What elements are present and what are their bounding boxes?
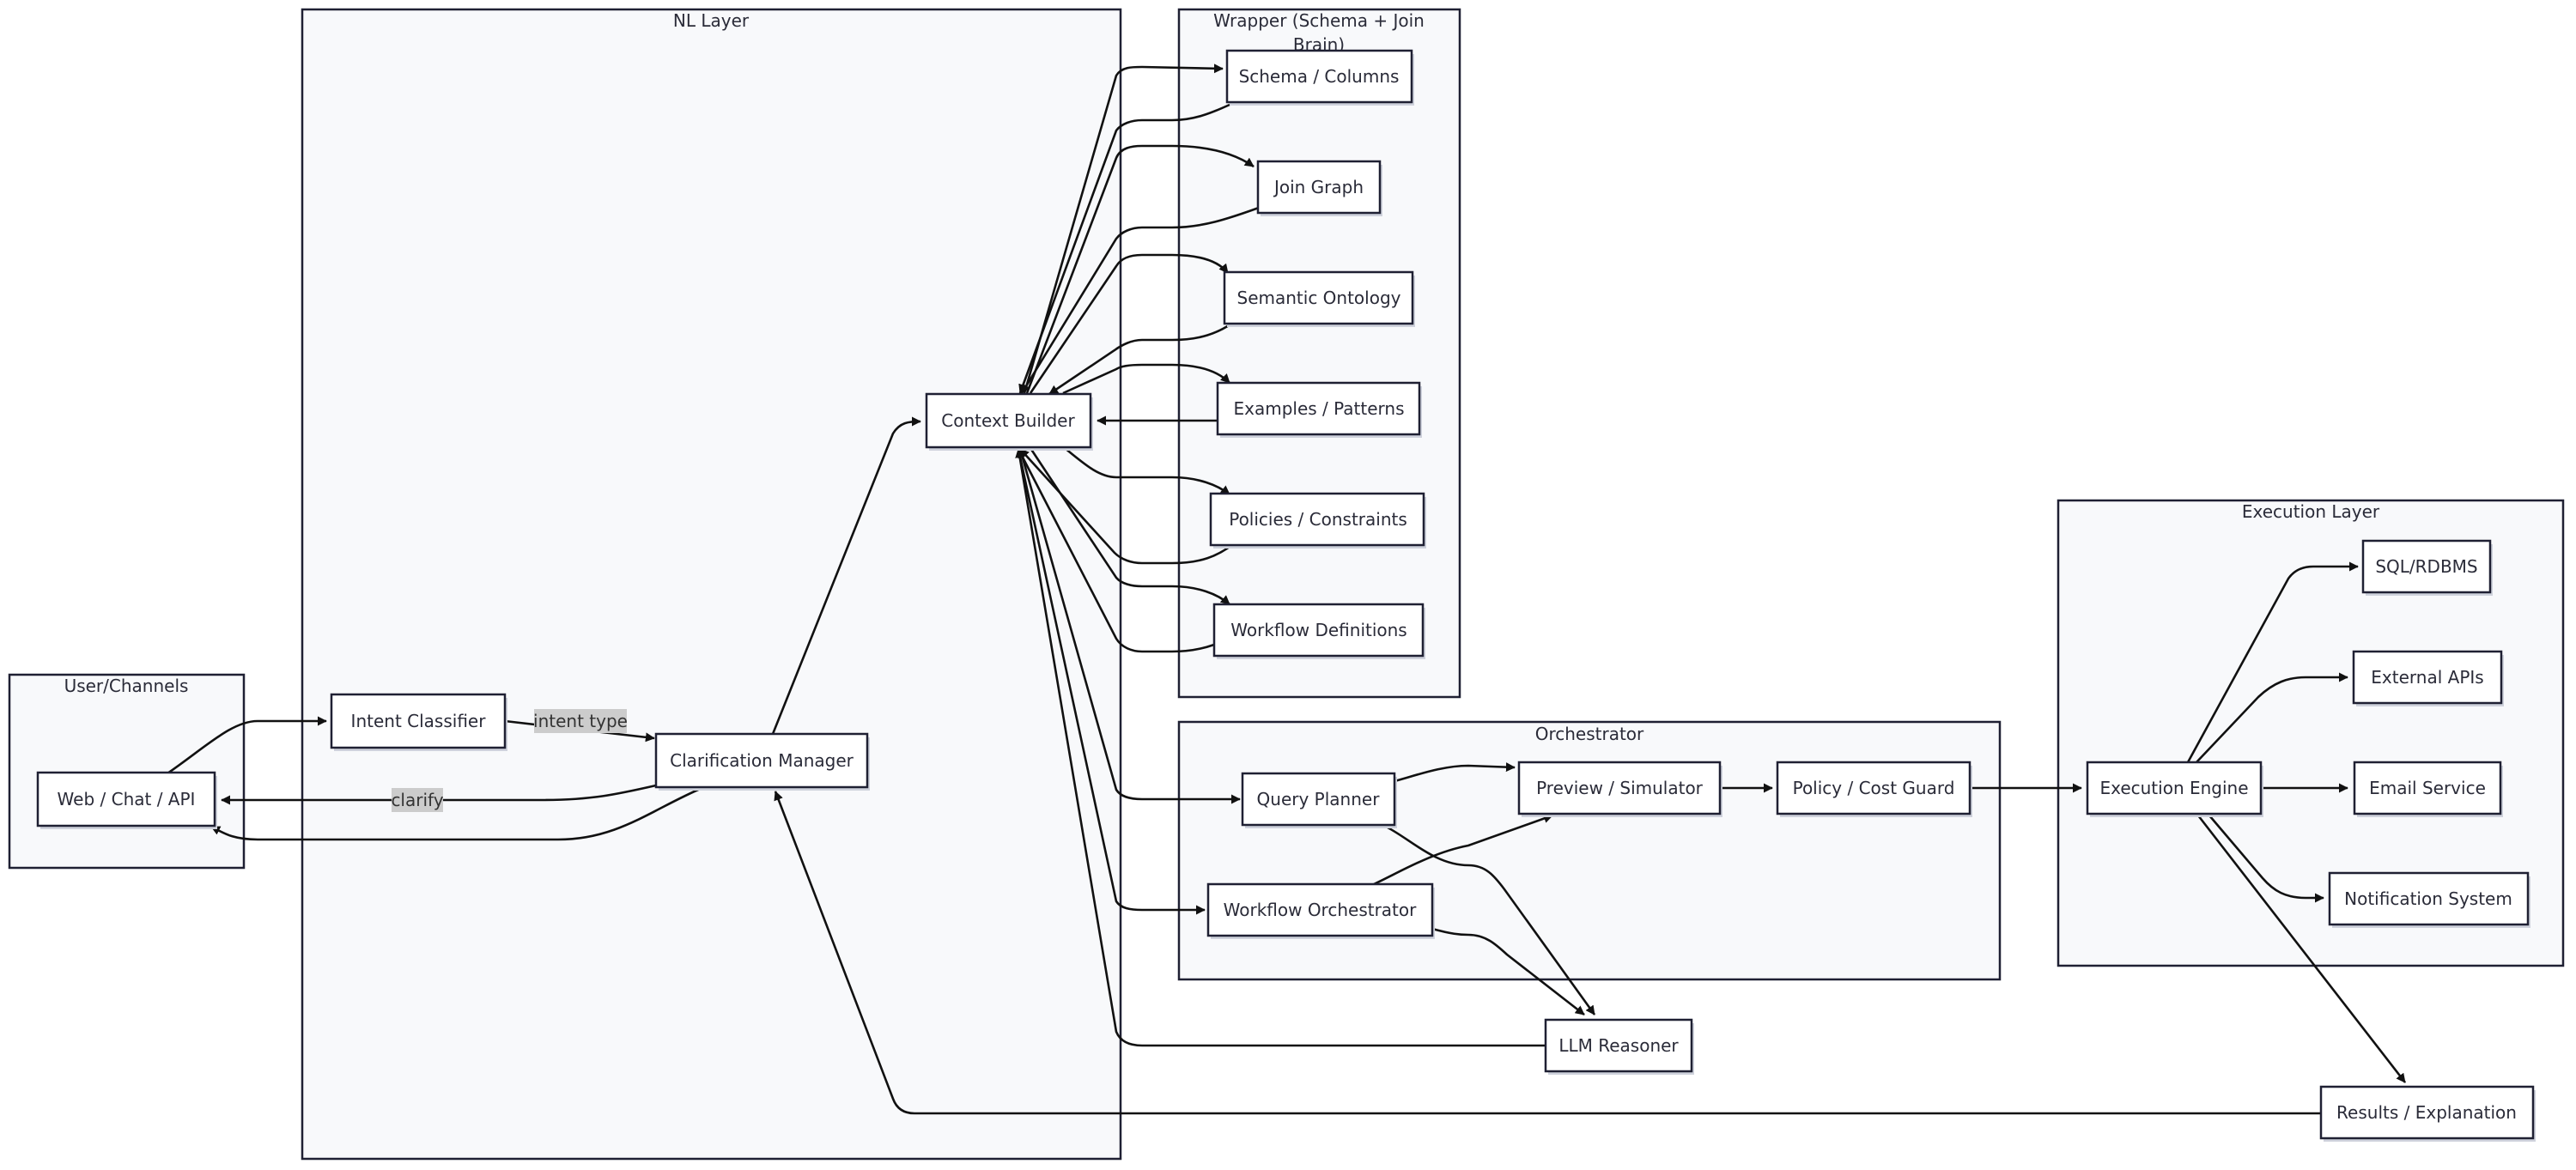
edge-exec-to-results [2196,815,2407,1083]
node-schema-columns[interactable]: Schema / Columns [1225,49,1414,106]
edges [167,64,2407,1115]
node-workflow-orchestrator-label: Workflow Orchestrator [1224,900,1418,920]
node-policies-constraints[interactable]: Policies / Constraints [1209,492,1426,549]
cluster-wrapper-title-line1: Wrapper (Schema + Join [1213,10,1425,31]
node-policies-constraints-label: Policies / Constraints [1229,509,1407,530]
edge-context-to-policies [1064,446,1230,496]
node-policy-cost-guard-label: Policy / Cost Guard [1793,778,1955,798]
edge-results-to-clarification [774,791,2321,1115]
node-context-builder[interactable]: Context Builder [925,392,1093,451]
edge-semantic-to-context [1048,321,1234,396]
edge-join-to-context [1020,206,1260,394]
cluster-orchestrator: Orchestrator [1177,720,2002,981]
node-execution-engine[interactable]: Execution Engine [2086,761,2263,817]
node-email-service[interactable]: Email Service [2353,761,2503,817]
edge-exec-to-externalapis [2196,672,2348,763]
cluster-user-channels: User/Channels [8,673,246,870]
edge-context-to-schema [1023,64,1224,394]
node-context-builder-label: Context Builder [941,410,1075,431]
edge-context-to-examples [1062,363,1230,395]
edge-exec-to-notification [2208,815,2324,903]
edge-context-to-workfloworch [1017,448,1206,915]
cluster-execution-layer-title: Execution Layer [2242,501,2380,522]
node-query-planner[interactable]: Query Planner [1241,772,1397,828]
edge-workflowdefs-to-context [1017,448,1215,653]
node-preview-simulator[interactable]: Preview / Simulator [1517,761,1722,817]
node-schema-columns-label: Schema / Columns [1239,66,1400,87]
edge-schema-to-context [1018,103,1230,394]
edge-web-to-intent [167,716,327,775]
node-notification-system-label: Notification System [2344,888,2512,909]
node-clarification-manager[interactable]: Clarification Manager [654,732,870,791]
edge-exec-to-sql [2186,561,2359,763]
node-semantic-ontology-label: Semantic Ontology [1237,288,1401,308]
node-external-apis-label: External APIs [2371,667,2483,688]
node-workflow-definitions-label: Workflow Definitions [1230,620,1406,640]
node-workflow-definitions[interactable]: Workflow Definitions [1212,603,1425,659]
cluster-nl-layer: NL Layer [301,8,1122,1161]
cluster-user-channels-title: User/Channels [64,676,189,696]
edge-label-clarify: clarify [391,788,444,812]
edge-workfloworch-to-preview [1373,814,1553,886]
edge-workfloworch-to-llm [1431,927,1585,1016]
node-llm-reasoner[interactable]: LLM Reasoner [1544,1018,1694,1075]
edge-clarification-to-context [771,416,921,735]
edge-policies-to-context [1019,448,1234,565]
cluster-wrapper: Wrapper (Schema + Join Brain) [1177,8,1461,699]
node-semantic-ontology[interactable]: Semantic Ontology [1223,270,1415,327]
node-query-planner-label: Query Planner [1257,789,1381,809]
edge-context-to-queryplanner [1018,448,1241,804]
node-examples-patterns-label: Examples / Patterns [1233,398,1404,419]
node-web-chat-api-label: Web / Chat / API [58,789,196,809]
node-intent-classifier-label: Intent Classifier [351,711,487,731]
node-results-explanation[interactable]: Results / Explanation [2319,1085,2536,1142]
node-intent-classifier[interactable]: Intent Classifier [330,693,507,751]
edge-label-intent-type-text: intent type [533,711,628,731]
edge-context-to-semantic [1029,253,1230,394]
edge-queryplanner-to-preview [1394,762,1516,783]
edge-context-to-workflowdefs [1029,447,1230,605]
node-notification-system[interactable]: Notification System [2328,871,2530,928]
node-policy-cost-guard[interactable]: Policy / Cost Guard [1776,761,1972,817]
node-execution-engine-label: Execution Engine [2099,778,2248,798]
node-join-graph-label: Join Graph [1273,177,1364,197]
node-email-service-label: Email Service [2369,778,2486,798]
node-join-graph[interactable]: Join Graph [1256,160,1382,216]
edge-clarification-to-web-lower [210,785,705,841]
edge-llm-to-context [1015,448,1546,1047]
node-clarification-manager-label: Clarification Manager [670,750,854,771]
edge-context-to-join [1025,144,1255,394]
edge-label-clarify-text: clarify [391,790,443,810]
node-sql-rdbms-label: SQL/RDBMS [2375,556,2477,577]
edge-queryplanner-to-llm [1383,824,1596,1015]
node-llm-reasoner-label: LLM Reasoner [1558,1035,1679,1056]
cluster-nl-layer-title: NL Layer [673,10,750,31]
node-workflow-orchestrator[interactable]: Workflow Orchestrator [1206,882,1435,939]
node-preview-simulator-label: Preview / Simulator [1536,778,1704,798]
node-sql-rdbms[interactable]: SQL/RDBMS [2361,539,2493,596]
cluster-orchestrator-title: Orchestrator [1535,724,1644,744]
edge-clarification-to-web-clarify [221,784,657,805]
node-results-explanation-label: Results / Explanation [2336,1102,2517,1123]
edge-label-intent-type: intent type [533,709,628,733]
node-web-chat-api[interactable]: Web / Chat / API [36,771,217,829]
node-examples-patterns[interactable]: Examples / Patterns [1216,381,1422,438]
node-external-apis[interactable]: External APIs [2352,650,2504,706]
